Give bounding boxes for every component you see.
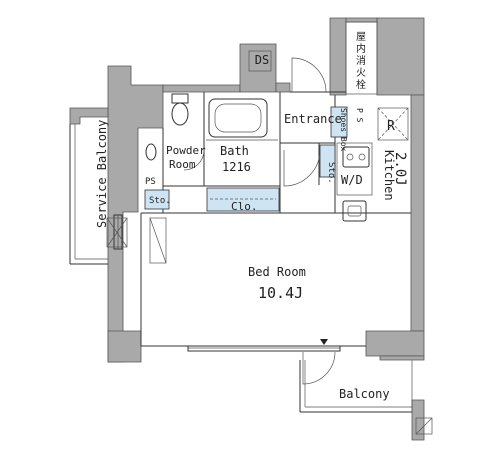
bath-size: 1216: [222, 160, 251, 174]
windows: [113, 214, 341, 352]
fire-hydrant-box: [345, 21, 378, 95]
room-labels: Bed Room 10.4J Bath 1216 Powder Room Ent…: [95, 31, 408, 401]
wd-label: W/D: [341, 173, 363, 187]
shoes-box: [330, 106, 348, 138]
fire-hydrant-char-2: 内: [356, 42, 366, 55]
fire-hydrant-char-1: 屋: [356, 31, 366, 43]
sto-left-box: [144, 189, 170, 210]
sto-left-label: Sto.: [149, 196, 171, 206]
interior-walls: [140, 91, 411, 347]
ps-left-label: PS: [145, 177, 156, 187]
opening-marker-icon: [320, 339, 328, 345]
refrigerator-label: R: [387, 119, 395, 134]
exterior-walls: [69, 17, 425, 441]
service-balcony: [69, 124, 128, 265]
bed-room-label: Bed Room: [248, 265, 306, 279]
fire-hydrant-char-4: 火: [356, 67, 366, 79]
closet-box: [206, 187, 280, 212]
ds-box: [248, 50, 272, 72]
ds-label: DS: [255, 53, 269, 67]
service-balcony-label: Service Balcony: [95, 120, 109, 228]
entrance-label: Entrance: [284, 112, 342, 126]
ps-right-label: P S: [355, 108, 364, 123]
kitchen-fixtures: [342, 107, 409, 222]
shoes-box-label: Shoes Box: [339, 108, 348, 152]
powder-room-label-1: Powder: [166, 144, 206, 157]
bath-fixtures: [145, 93, 278, 161]
clo-label: Clo.: [231, 200, 258, 213]
powder-room-label-2: Room: [169, 158, 196, 171]
doors: [183, 57, 336, 385]
main-balcony: [299, 360, 433, 435]
bed-room-area: 10.4J: [258, 284, 303, 302]
sto-right-box: [319, 144, 336, 178]
storage: [144, 106, 348, 212]
kitchen-label: Kitchen: [382, 150, 396, 201]
fire-hydrant-char-3: 消: [356, 54, 366, 67]
bath-label: Bath: [220, 144, 249, 158]
sto-right-label: Sto.: [326, 162, 336, 184]
fire-hydrant-char-5: 栓: [356, 78, 366, 91]
kitchen-area: 2.0J: [392, 152, 408, 186]
balcony-label: Balcony: [339, 387, 390, 401]
